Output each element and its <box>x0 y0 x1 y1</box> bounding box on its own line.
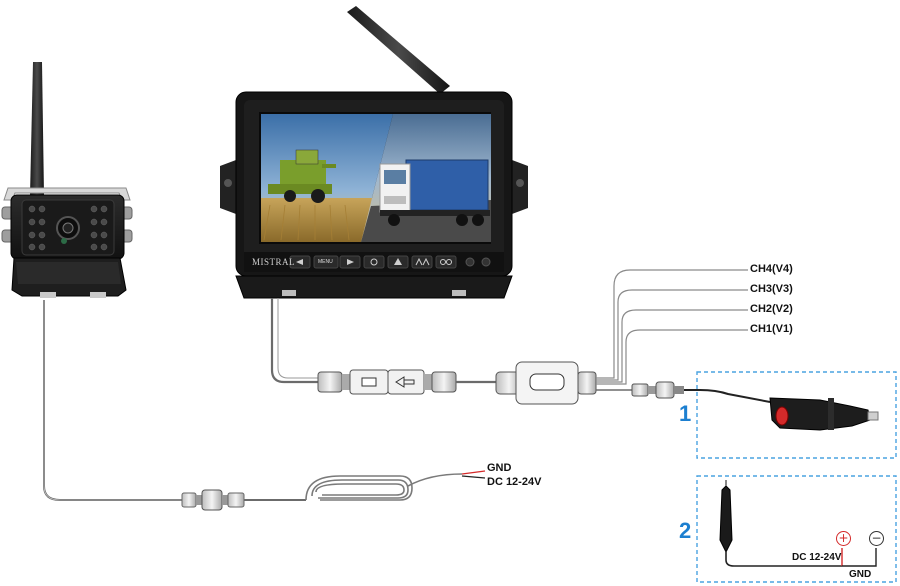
camera-power-coil <box>305 473 463 501</box>
channel-3-label: CH3(V3) <box>750 283 793 295</box>
channel-4-label: CH4(V4) <box>750 263 793 275</box>
camera-dc-label: DC 12-24V <box>487 476 542 488</box>
option-2-number: 2 <box>679 518 692 543</box>
camera-antenna <box>30 62 44 196</box>
rear-camera <box>1 62 133 298</box>
truck-image <box>379 159 490 226</box>
camera-cable <box>43 300 184 501</box>
monitor <box>220 6 528 299</box>
splitter-box <box>495 361 597 405</box>
plus-terminal-icon: + <box>836 531 851 546</box>
right-arrow-icon <box>347 259 354 265</box>
option-2-box <box>696 475 897 583</box>
left-arrow-icon <box>296 259 303 265</box>
hardwire-dc-label: DC 12-24V <box>792 552 842 563</box>
power-icon <box>370 258 378 266</box>
channel-wires <box>596 269 748 385</box>
monitor-brand: MISTRAL <box>252 257 296 267</box>
hardwire-black-lead <box>842 548 877 567</box>
camera-gnd-label: GND <box>487 462 512 474</box>
power-button[interactable] <box>363 255 385 269</box>
gnd-black-wire <box>461 475 486 479</box>
option-1-number: 1 <box>679 401 692 426</box>
monitor-connector <box>317 369 457 395</box>
option-1-box <box>696 371 897 459</box>
monitor-antenna <box>347 6 450 94</box>
ir-leds <box>28 205 108 251</box>
menu-button[interactable] <box>313 255 339 269</box>
mode-button[interactable] <box>411 255 433 269</box>
mode-icon <box>415 257 430 266</box>
menu-label: MENU <box>318 259 333 265</box>
channel-2-label: CH2(V2) <box>750 303 793 315</box>
camera-bracket <box>3 187 131 201</box>
hardwire-gnd-label: GND <box>849 569 872 580</box>
minus-terminal-icon: − <box>869 531 884 546</box>
monitor-buttons <box>289 255 491 269</box>
harvester-image <box>268 149 336 203</box>
power-connector <box>631 381 684 399</box>
cigarette-lighter-plug <box>769 397 879 431</box>
camera-connector <box>181 489 245 511</box>
channel-1-label: CH1(V1) <box>750 323 793 335</box>
monitor-cable <box>270 298 318 384</box>
up-icon <box>394 258 402 265</box>
channel-icon <box>446 259 452 265</box>
dc-red-wire <box>461 470 486 475</box>
hardwire-kit <box>719 480 877 567</box>
